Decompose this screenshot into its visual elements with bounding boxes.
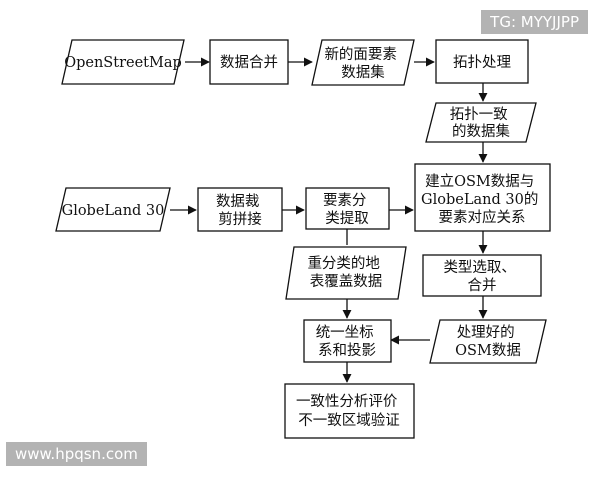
connectors [170,57,488,383]
node-merge-line-1: 数据合并 [220,54,278,71]
node-topo-consistent-shape [425,102,537,143]
node-evaluation-label: 一致性分析评价 不一致区域验证 [296,393,402,429]
node-topo-consistent-line-1: 拓扑一致 [450,106,508,123]
node-new-features-line-2: 数据集 [341,64,385,81]
node-new-features-line-1: 新的面要素 [324,46,397,63]
node-select-merge-line-2: 合并 [468,277,497,294]
node-merge-shape [209,39,289,85]
node-clip-label: 数据裁 剪拼接 [216,193,264,228]
node-classify-shape [305,187,390,230]
node-processed-osm-line-2: OSM数据 [455,342,521,359]
node-select-merge-label: 类型选取、 合并 [443,259,520,294]
node-processed-osm-shape [429,319,547,364]
node-unify-coords-line-1: 统一坐标 [316,324,374,341]
node-clip-line-2: 剪拼接 [218,210,262,228]
node-topo-consistent-line-2: 的数据集 [452,123,510,140]
node-osm-line-1: OpenStreetMap [64,55,182,71]
node-select-merge-line-1: 类型选取、 [443,259,516,276]
node-osm-label: OpenStreetMap [64,55,182,71]
node-topology-line-1: 拓扑处理 [453,54,511,71]
node-globeland-shape [55,187,171,232]
node-unify-coords-label: 统一坐标 系和投影 [316,324,379,359]
node-topology-shape [435,39,529,84]
node-processed-osm-line-1: 处理好的 [457,324,515,341]
node-merge-label: 数据合并 [220,54,278,71]
node-classify-label: 要素分 类提取 [323,192,371,227]
node-correspondence-line-3: 要素对应关系 [439,208,526,226]
node-clip-shape [197,187,283,232]
node-evaluation-line-2: 不一致区域验证 [298,412,400,429]
node-evaluation-line-1: 一致性分析评价 [296,393,398,410]
node-osm-shape [61,39,185,85]
node-globeland-label: GlobeLand 30 [62,203,165,219]
watermark-top: TG: MYYJJPP [481,10,588,34]
node-classify-line-2: 类提取 [325,210,369,227]
node-globeland-line-1: GlobeLand 30 [62,203,165,219]
node-correspondence-shape [414,163,551,232]
node-unify-coords-shape [303,319,392,363]
node-evaluation-shape [284,383,415,439]
node-reclassified-line-1: 重分类的地 [307,255,380,272]
node-topo-consistent-label: 拓扑一致 的数据集 [450,106,513,140]
node-new-features-label: 新的面要素 数据集 [324,46,401,81]
node-reclassified-shape [285,246,407,300]
watermark-bottom: www.hpqsn.com [6,442,147,466]
node-correspondence-label: 建立OSM数据与 GlobeLand 30的 要素对应关系 [421,173,543,226]
node-new-features-shape [311,39,415,86]
node-clip-line-1: 数据裁 [216,193,260,210]
node-reclassified-line-2: 表覆盖数据 [310,273,383,290]
node-classify-line-1: 要素分 [323,192,367,209]
node-reclassified-label: 重分类的地 表覆盖数据 [307,255,384,290]
node-unify-coords-line-2: 系和投影 [318,342,376,359]
node-select-merge-shape [422,254,542,297]
node-correspondence-line-1: 建立OSM数据与 [425,173,534,190]
node-correspondence-line-2: GlobeLand 30的 [421,191,538,208]
node-processed-osm-label: 处理好的 OSM数据 [455,324,521,359]
node-topology-label: 拓扑处理 [453,54,511,71]
